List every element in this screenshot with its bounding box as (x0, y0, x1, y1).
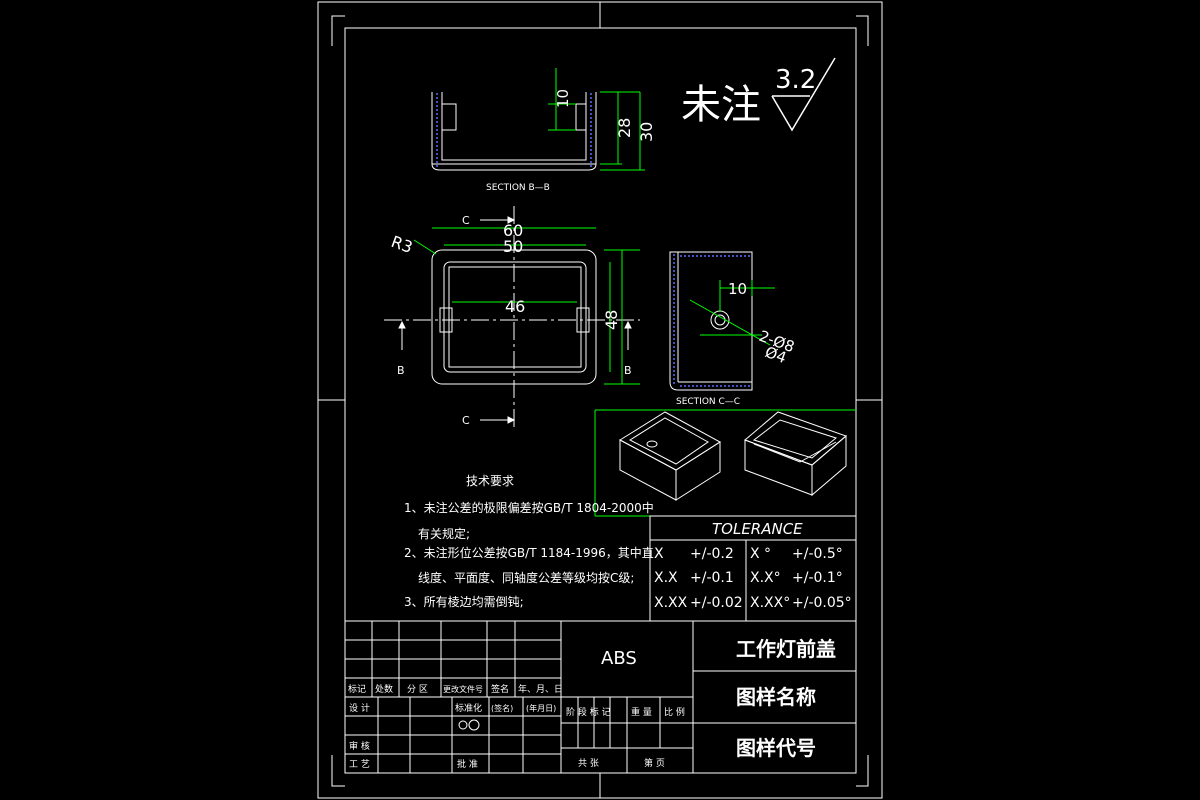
section-arrows (398, 216, 632, 424)
tol-r3-c3: X.XX° (750, 595, 790, 611)
section-bb-dims (548, 68, 645, 171)
section-cc-view (669, 251, 753, 391)
tol-r3-c2: +/-0.02 (690, 595, 743, 611)
title-block (344, 620, 857, 774)
row-review: 审 核 (349, 740, 370, 752)
section-bb-hatch (436, 93, 592, 168)
dim-60: 60 (503, 221, 523, 240)
weight-header: 重 量 (631, 706, 652, 718)
tol-r2-c3: X.X° (750, 570, 781, 586)
row-process: 工 艺 (349, 759, 370, 770)
dim-30: 30 (637, 122, 656, 142)
row-approve: 批 准 (457, 758, 478, 770)
sheet-page: 第 页 (644, 757, 665, 769)
cut-c-top: C (462, 214, 470, 227)
rev-header-2: 处数 (375, 683, 393, 695)
rev-header-3: 分 区 (407, 684, 428, 695)
dim-10-cc: 10 (728, 280, 747, 298)
roughness-value: 3.2 (775, 65, 816, 95)
stage-header: 阶 段 标 记 (566, 706, 611, 718)
tech-line-5: 3、所有棱边均需倒钝; (404, 594, 524, 609)
rev-header-6: 年、月、日 (518, 683, 563, 695)
tolerance-title: TOLERANCE (712, 520, 803, 538)
dim-50: 50 (503, 237, 523, 256)
tech-line-1: 1、未注公差的极限偏差按GB/T 1804-2000中 (404, 500, 654, 515)
row-standard: 标准化 (455, 702, 482, 714)
section-bb-label: SECTION B—B (486, 183, 550, 193)
tol-r2-c2: +/-0.1 (690, 570, 734, 586)
drawing-code: 图样代号 (736, 736, 816, 760)
tol-r3-c4: +/-0.05° (792, 595, 852, 611)
tech-title: 技术要求 (466, 474, 514, 488)
plan-centerlines (384, 206, 640, 430)
unmarked-label: 未注 (681, 82, 761, 128)
tol-r3-c1: X.XX (654, 595, 688, 611)
section-cc-dims (689, 280, 775, 346)
rev-header-4: 更改文件号 (443, 684, 483, 694)
row-sign: (签名) (491, 703, 513, 713)
part-name: 工作灯前盖 (736, 637, 836, 661)
rev-header-5: 签名 (491, 683, 509, 695)
rev-header-1: 标记 (348, 683, 366, 695)
roughness-symbol (771, 57, 836, 132)
tech-line-2: 有关规定; (418, 526, 470, 541)
tech-line-3: 2、未注形位公差按GB/T 1184-1996，其中直 (404, 545, 654, 560)
sheet-total: 共 张 (578, 758, 599, 769)
drawing-name: 图样名称 (736, 685, 816, 709)
plan-dims (413, 227, 640, 385)
dim-28: 28 (615, 118, 634, 138)
tol-r2-c1: X.X (654, 570, 678, 586)
scale-header: 比 例 (664, 706, 685, 718)
dim-r3: R3 (389, 232, 416, 257)
section-bb-view (431, 92, 597, 171)
dim-10-bb: 10 (554, 89, 572, 108)
isometric-views (594, 409, 856, 517)
cut-c-bottom: C (462, 414, 470, 427)
tech-line-4: 线度、平面度、同轴度公差等级均按C级; (418, 570, 634, 585)
cut-b-right: B (624, 364, 632, 377)
tol-r1-c3: X ° (750, 546, 771, 562)
section-cc-label: SECTION C—C (676, 397, 740, 407)
dim-48: 48 (602, 310, 621, 330)
dim-46: 46 (505, 297, 525, 316)
cut-b-left: B (397, 364, 405, 377)
row-date: (年月日) (526, 703, 556, 713)
tol-r1-c2: +/-0.2 (690, 546, 734, 562)
tol-r2-c4: +/-0.1° (792, 570, 843, 586)
tol-r1-c1: X (654, 546, 664, 562)
row-design: 设 计 (349, 702, 370, 714)
section-cc-hatch (673, 254, 752, 387)
material: ABS (601, 648, 637, 669)
tol-r1-c4: +/-0.5° (792, 546, 843, 562)
